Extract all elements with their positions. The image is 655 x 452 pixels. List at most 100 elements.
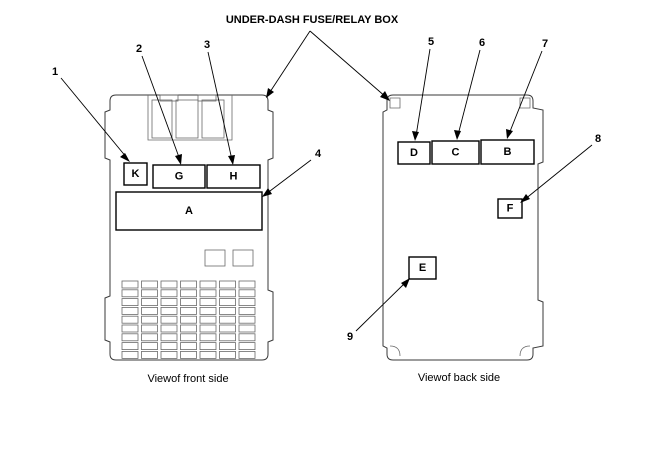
arrow-6	[454, 130, 461, 140]
fuse-slot	[219, 324, 236, 333]
front-caption: Viewof front side	[147, 373, 228, 385]
back-caption: Viewof back side	[418, 372, 500, 384]
front-relay-1	[204, 249, 226, 267]
back-corner-bl	[389, 345, 401, 357]
fuse-slot	[199, 342, 217, 351]
arrow-9	[401, 278, 410, 288]
fuse-slot	[121, 306, 139, 315]
box-b-label: B	[504, 146, 512, 158]
fuse-slot	[199, 333, 217, 342]
callout-4: 4	[315, 148, 322, 160]
arrow-3	[228, 155, 235, 165]
callout-6: 6	[479, 37, 485, 49]
fuse-slot	[160, 333, 178, 342]
fuse-slot	[199, 315, 217, 324]
fuse-slot	[160, 289, 178, 298]
fuse-slot	[141, 289, 158, 298]
title-leader-front	[267, 30, 311, 96]
fuse-slot	[219, 306, 236, 315]
fuse-slot	[219, 342, 236, 351]
fuse-slot	[238, 350, 256, 359]
fuse-slot	[160, 315, 178, 324]
fuse-slot	[199, 324, 217, 333]
front-slot-3	[201, 99, 225, 139]
box-a	[115, 191, 263, 231]
fuse-slot	[180, 350, 197, 359]
fuse-slot	[141, 324, 158, 333]
title-arrow-back	[380, 91, 390, 101]
fuse-slot	[141, 315, 158, 324]
fuse-slot	[121, 342, 139, 351]
back-box-outline	[382, 94, 544, 361]
title-leader-back	[309, 30, 388, 99]
fuse-slot	[238, 315, 256, 324]
front-slot-1	[151, 99, 173, 139]
box-g-label: G	[175, 171, 184, 183]
back-corner-tr	[519, 97, 531, 109]
fuse-slot	[160, 324, 178, 333]
fuse-slot	[219, 280, 236, 289]
callout-9: 9	[347, 331, 353, 343]
leader-1	[60, 77, 128, 159]
fuse-slot	[238, 280, 256, 289]
fuse-slot	[199, 280, 217, 289]
box-c-label: C	[452, 147, 460, 159]
fuse-slot	[121, 298, 139, 307]
fuse-slot	[180, 342, 197, 351]
back-corner-tl	[389, 97, 401, 109]
box-b	[480, 139, 535, 165]
leader-7	[508, 50, 543, 135]
box-g	[152, 164, 206, 189]
fuse-slot	[180, 289, 197, 298]
fuse-slot	[199, 350, 217, 359]
fuse-slot	[219, 298, 236, 307]
fuse-slot	[238, 289, 256, 298]
callout-7: 7	[542, 38, 548, 50]
fuse-slot	[199, 289, 217, 298]
fuse-slot	[121, 324, 139, 333]
fuse-slot	[121, 315, 139, 324]
fuse-slot	[180, 324, 197, 333]
fuse-slot	[238, 324, 256, 333]
box-h-label: H	[230, 171, 238, 183]
fuse-slot	[141, 280, 158, 289]
fuse-slot	[141, 342, 158, 351]
fuse-slot	[199, 306, 217, 315]
fuse-slot	[160, 350, 178, 359]
title-arrow-front	[266, 88, 274, 98]
leader-5	[415, 48, 431, 137]
front-tab-1	[159, 94, 179, 102]
callout-8: 8	[595, 133, 601, 145]
box-c	[431, 140, 480, 165]
arrow-7	[506, 129, 513, 139]
fuse-slot	[219, 350, 236, 359]
box-d-label: D	[410, 147, 418, 159]
leader-4	[265, 159, 312, 195]
callout-1: 1	[52, 66, 58, 78]
diagram-title: UNDER-DASH FUSE/RELAY BOX	[226, 14, 399, 26]
fuse-slot	[219, 289, 236, 298]
fuse-slot	[238, 333, 256, 342]
box-k	[123, 162, 148, 186]
box-e-label: E	[419, 262, 426, 274]
fuse-slot	[121, 333, 139, 342]
fuse-slot	[121, 280, 139, 289]
fuse-slot	[160, 280, 178, 289]
fuse-slot	[238, 306, 256, 315]
front-side-box: K G H A	[104, 94, 274, 361]
box-d	[397, 141, 431, 165]
fuse-slot	[141, 333, 158, 342]
fuse-slot	[160, 306, 178, 315]
leader-3	[207, 51, 233, 161]
fuse-slot	[121, 350, 139, 359]
box-a-label: A	[185, 205, 193, 217]
front-relay-2	[232, 249, 254, 267]
fuse-slot	[180, 280, 197, 289]
leader-9	[355, 281, 407, 332]
callout-2: 2	[136, 43, 142, 55]
arrow-2	[175, 154, 182, 165]
arrow-1	[120, 153, 130, 162]
fuse-slot	[160, 342, 178, 351]
